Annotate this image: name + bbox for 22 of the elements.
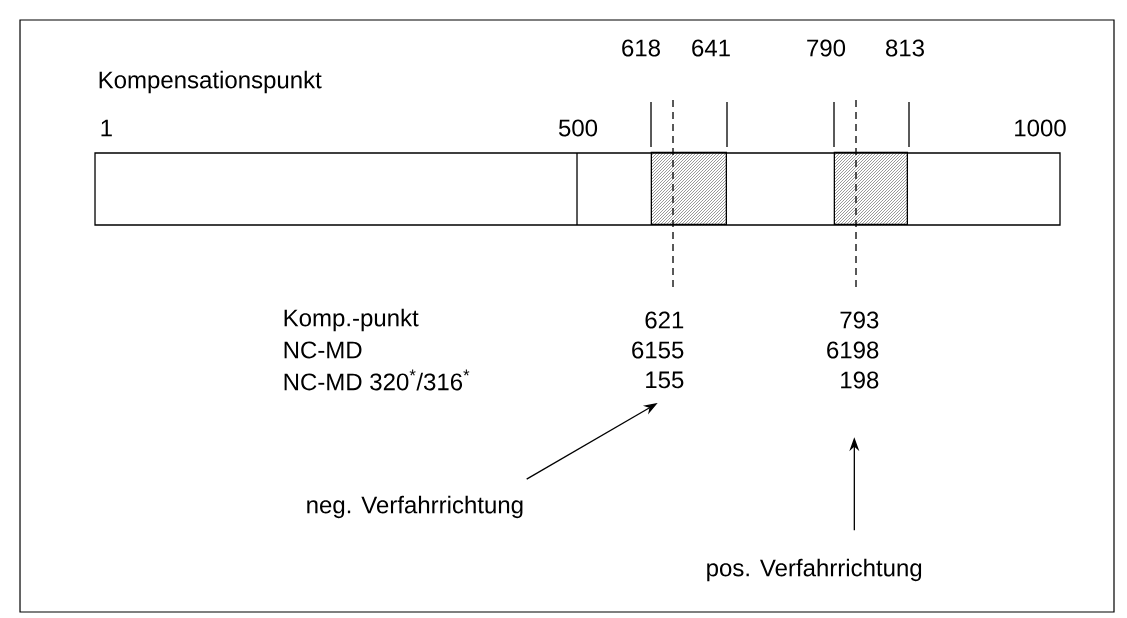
label-text: Kompensationspunkt [99, 70, 322, 94]
direction-label: neg. Verfahrrichtung [307, 495, 523, 519]
scale-number: 1 [101, 119, 112, 137]
scale-number: 500 [558, 119, 598, 137]
scale-number: 813 [886, 39, 924, 57]
scale-bar [94, 152, 1061, 226]
value-text: 6155 [632, 341, 684, 359]
scale-number: 790 [807, 39, 846, 57]
value-text: 155 [646, 371, 684, 389]
value-text: 6198 [827, 341, 879, 359]
hatched-zone [650, 151, 727, 225]
value-text: 621 [645, 311, 684, 329]
direction-label: pos. Verfahrrichtung [707, 558, 922, 582]
scale-number: 641 [692, 39, 730, 57]
scale-number: 618 [622, 39, 660, 57]
hatched-zone [833, 151, 908, 225]
scale-number: 1000 [1015, 119, 1066, 137]
value-text: 793 [840, 311, 879, 329]
value-text: 198 [841, 371, 879, 389]
label-text: Komp.-punkt [284, 308, 419, 332]
label-text: NC-MD 320$^{*}$/316$^{*}$ [284, 369, 470, 391]
label-text: NC-MD [284, 341, 362, 359]
